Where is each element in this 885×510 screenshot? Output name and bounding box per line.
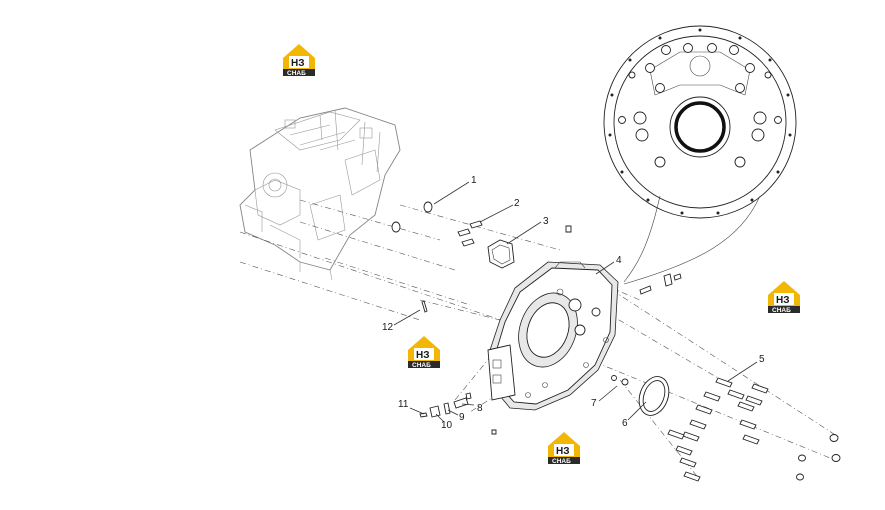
part-4-flywheel-housing [487, 261, 619, 411]
detail-rim-holes [608, 28, 792, 215]
watermark-logo-4: НЗ СНАБ [548, 432, 580, 465]
svg-text:НЗ: НЗ [776, 295, 790, 306]
leader-lines [393, 181, 758, 423]
part-2-dowel-pins [457, 220, 483, 247]
watermark-logo-2: НЗ СНАБ [768, 281, 800, 314]
part-7-ring [611, 375, 629, 386]
callout-8: 8 [477, 403, 483, 414]
part-3-cover-plate [487, 225, 572, 269]
callout-12: 12 [382, 322, 394, 333]
callout-9: 9 [459, 412, 465, 423]
callout-2: 2 [514, 198, 520, 209]
part-9-clip [443, 402, 451, 415]
part-5-bolts [639, 273, 841, 482]
detail-view-circle [603, 25, 797, 285]
callout-11: 11 [398, 399, 409, 410]
part-6-rear-seal [638, 376, 670, 416]
svg-text:СНАБ: СНАБ [412, 362, 431, 369]
svg-text:СНАБ: СНАБ [772, 307, 791, 314]
svg-text:СНАБ: СНАБ [287, 70, 306, 77]
part-1-o-ring [391, 201, 433, 233]
watermark-logo-3: НЗ СНАБ [408, 336, 440, 369]
callout-3: 3 [543, 216, 549, 227]
callout-labels: 1 2 3 4 5 6 7 8 9 10 11 12 [382, 175, 765, 431]
svg-text:СНАБ: СНАБ [552, 458, 571, 465]
detail-bolt-holes [618, 43, 782, 168]
part-12-pin [421, 300, 428, 313]
engine-block [239, 107, 401, 281]
callout-4: 4 [616, 255, 622, 266]
part-11-screw [419, 412, 497, 435]
svg-text:НЗ: НЗ [416, 350, 430, 361]
callout-10: 10 [441, 420, 453, 431]
svg-text:НЗ: НЗ [556, 446, 570, 457]
callout-5: 5 [759, 354, 765, 365]
part-8-sensor-bracket [453, 392, 472, 409]
callout-1: 1 [471, 175, 477, 186]
svg-text:НЗ: НЗ [291, 58, 305, 69]
callout-7: 7 [591, 398, 597, 409]
part-10-plate [429, 405, 441, 418]
watermark-logo-1: НЗ СНАБ [283, 44, 315, 77]
callout-6: 6 [622, 418, 628, 429]
